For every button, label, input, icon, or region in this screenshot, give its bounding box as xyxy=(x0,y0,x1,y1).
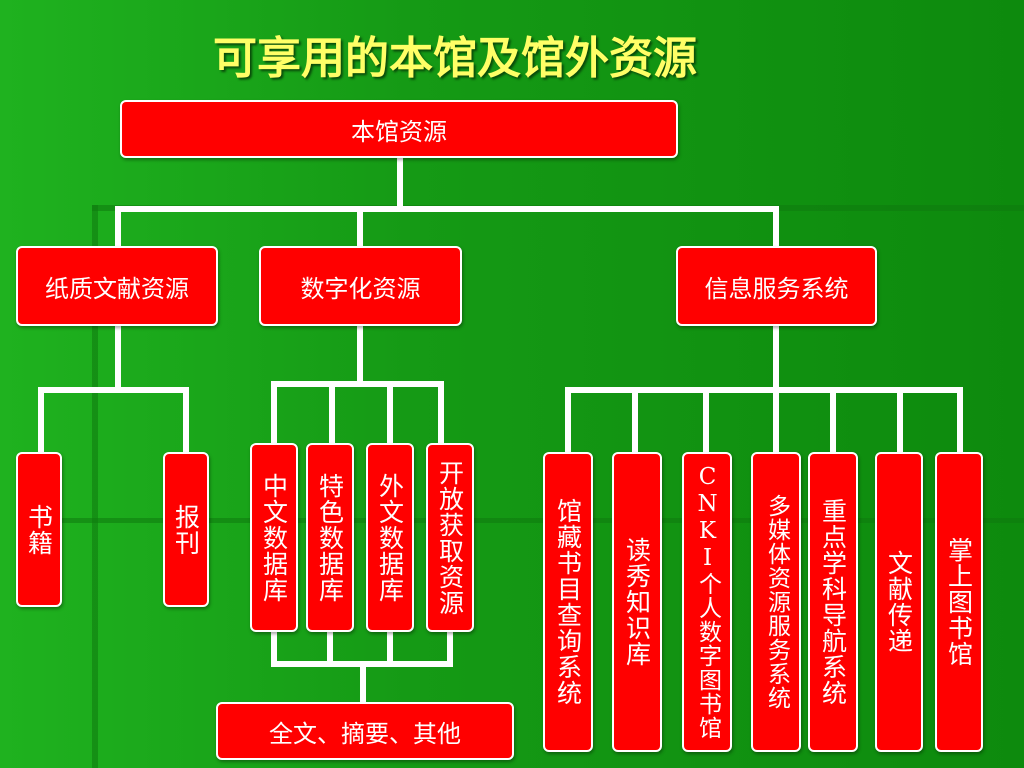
connector-to-db3 xyxy=(387,381,393,445)
root-node: 本馆资源 xyxy=(120,100,678,158)
node-periodicals: 报刊 xyxy=(163,452,209,607)
connector-db1-bottom xyxy=(271,630,277,666)
key-discipline-navigation-label: 重点学科导航系统 xyxy=(818,498,848,706)
connector-to-service xyxy=(773,206,779,248)
connector-db2-bottom xyxy=(327,630,333,666)
connector-to-digital xyxy=(357,206,363,248)
connector-paper-bar xyxy=(38,387,189,393)
connector-service-bar xyxy=(565,387,963,393)
fulltext-abstract-other-label: 全文、摘要、其他 xyxy=(269,719,461,748)
connector-to-svc3 xyxy=(703,387,709,454)
node-catalog-search-system: 馆藏书目查询系统 xyxy=(543,452,593,752)
connector-to-svc6 xyxy=(897,387,903,454)
node-chinese-databases: 中文数据库 xyxy=(250,443,298,632)
connector-to-db2 xyxy=(329,381,335,445)
connector-to-svc7 xyxy=(957,387,963,454)
digital-resources-label: 数字化资源 xyxy=(300,274,421,303)
node-duxiu-knowledge-base: 读秀知识库 xyxy=(612,452,662,752)
duxiu-knowledge-base-label: 读秀知识库 xyxy=(622,537,652,667)
open-access-resources-label: 开放获取资源 xyxy=(435,459,465,616)
paper-resources-label: 纸质文献资源 xyxy=(45,274,189,303)
connector-to-periodicals xyxy=(183,387,189,454)
node-key-discipline-navigation: 重点学科导航系统 xyxy=(808,452,858,752)
connector-to-books xyxy=(38,387,44,454)
books-label: 书籍 xyxy=(24,503,54,556)
node-multimedia-service-system: 多媒体资源服务系统 xyxy=(751,452,801,752)
connector-paper-down xyxy=(115,324,121,390)
node-digital-resources: 数字化资源 xyxy=(259,246,462,326)
special-databases-label: 特色数据库 xyxy=(315,472,345,603)
node-mobile-library: 掌上图书馆 xyxy=(935,452,983,752)
node-special-databases: 特色数据库 xyxy=(306,443,354,632)
connector-to-output xyxy=(360,661,366,703)
node-fulltext-abstract-other: 全文、摘要、其他 xyxy=(216,702,514,760)
connector-root-down xyxy=(397,157,403,209)
connector-to-db1 xyxy=(271,381,277,445)
connector-to-paper xyxy=(115,206,121,248)
connector-to-svc5 xyxy=(830,387,836,454)
node-document-delivery: 文献传递 xyxy=(875,452,923,752)
info-service-systems-label: 信息服务系统 xyxy=(704,274,849,303)
catalog-search-system-label: 馆藏书目查询系统 xyxy=(553,498,583,706)
page-title: 可享用的本馆及馆外资源 xyxy=(213,33,697,84)
chinese-databases-label: 中文数据库 xyxy=(259,472,289,603)
multimedia-service-system-label: 多媒体资源服务系统 xyxy=(763,494,790,710)
node-cnki-personal-library: CNKI个人数字图书馆 xyxy=(682,452,732,752)
connector-db4-bottom xyxy=(447,630,453,666)
node-books: 书籍 xyxy=(16,452,62,607)
connector-digital-down xyxy=(357,324,363,384)
connector-digital-bar xyxy=(271,381,444,387)
connector-to-svc1 xyxy=(565,387,571,454)
connector-db3-bottom xyxy=(387,630,393,666)
foreign-databases-label: 外文数据库 xyxy=(375,472,405,603)
periodicals-label: 报刊 xyxy=(171,503,201,556)
document-delivery-label: 文献传递 xyxy=(884,550,914,654)
connector-level1-bar xyxy=(115,206,779,212)
node-foreign-databases: 外文数据库 xyxy=(366,443,414,632)
connector-to-db4 xyxy=(438,381,444,445)
cnki-personal-library-label: CNKI个人数字图书馆 xyxy=(694,464,721,740)
connector-service-down xyxy=(773,324,779,391)
connector-to-svc4 xyxy=(773,387,779,454)
mobile-library-label: 掌上图书馆 xyxy=(944,537,974,667)
node-paper-resources: 纸质文献资源 xyxy=(16,246,218,326)
root-label: 本馆资源 xyxy=(351,117,447,146)
node-open-access-resources: 开放获取资源 xyxy=(426,443,474,632)
connector-to-svc2 xyxy=(632,387,638,454)
node-info-service-systems: 信息服务系统 xyxy=(676,246,877,326)
